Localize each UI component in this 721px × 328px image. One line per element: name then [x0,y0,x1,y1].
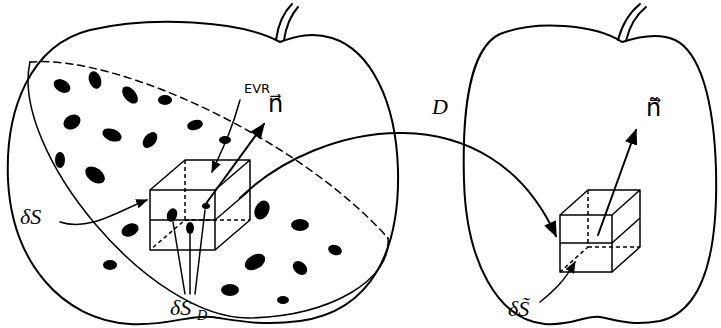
subscript-label: D [197,309,207,323]
mapping-label: D [432,96,448,118]
surface-label: δS̃ [508,298,529,320]
surface-label: δS [170,297,191,319]
vector-label: n⃗ [268,92,283,116]
region-label: EVR [244,82,270,95]
vector-label: ñ⃗ [646,96,661,120]
surface-label: δS [20,206,41,228]
